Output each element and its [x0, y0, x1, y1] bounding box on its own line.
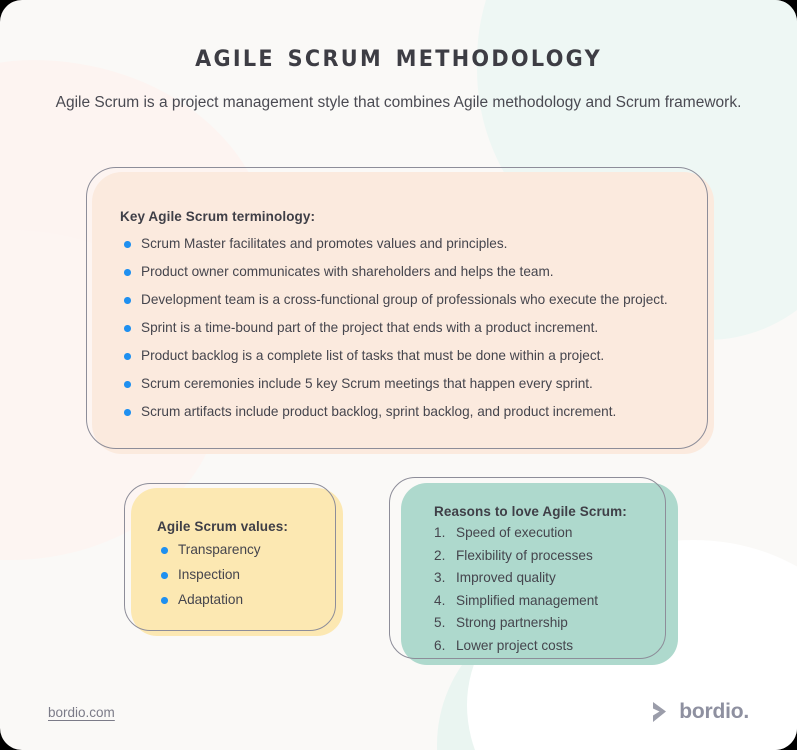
list-item: Lower project costs: [434, 637, 574, 654]
values-card-fill: [131, 488, 343, 636]
values-list: Transparency Inspection Adaptation: [157, 542, 336, 608]
list-item: Product backlog is a complete list of ta…: [120, 348, 708, 364]
reasons-card-body: Reasons to love Agile Scrum: Speed of ex…: [389, 477, 666, 654]
list-item: Adaptation: [157, 592, 336, 608]
site-link[interactable]: bordio.com: [48, 704, 115, 720]
terminology-card-body: Key Agile Scrum terminology: Scrum Maste…: [86, 167, 708, 420]
brand-wordmark: bordio.: [679, 700, 749, 723]
terminology-card-fill: [92, 172, 714, 454]
brand-logo: bordio.: [650, 700, 749, 724]
list-item: Improved quality: [434, 569, 556, 586]
chevron-right-icon: [653, 702, 667, 722]
terminology-card: Key Agile Scrum terminology: Scrum Maste…: [86, 167, 714, 454]
list-item: Product owner communicates with sharehol…: [120, 264, 708, 280]
terminology-list: Scrum Master facilitates and promotes va…: [120, 236, 708, 420]
values-heading: Agile Scrum values:: [157, 519, 288, 534]
list-item: Inspection: [157, 567, 336, 583]
list-item: Flexibility of processes: [434, 547, 593, 564]
list-item: Scrum ceremonies include 5 key Scrum mee…: [120, 376, 708, 392]
page-subtitle: Agile Scrum is a project management styl…: [55, 94, 742, 111]
list-item: Sprint is a time-bound part of the proje…: [120, 320, 708, 336]
poster-footer: bordio.com bordio.: [0, 697, 797, 727]
list-item: Scrum artifacts include product backlog,…: [120, 404, 708, 420]
list-item: Speed of execution: [434, 524, 573, 541]
list-item: Simplified management: [434, 592, 599, 609]
values-card: Agile Scrum values: Transparency Inspect…: [124, 483, 343, 636]
terminology-heading: Key Agile Scrum terminology:: [120, 209, 316, 224]
reasons-list: Speed of execution Flexibility of proces…: [434, 524, 666, 654]
reasons-heading: Reasons to love Agile Scrum:: [434, 504, 627, 519]
page-title: Agile Scrum Methodology: [195, 35, 602, 75]
list-item: Strong partnership: [434, 614, 568, 631]
poster-header: Agile Scrum Methodology Agile Scrum is a…: [0, 0, 797, 114]
reasons-card: Reasons to love Agile Scrum: Speed of ex…: [389, 477, 678, 665]
values-card-body: Agile Scrum values: Transparency Inspect…: [124, 483, 336, 608]
list-item: Scrum Master facilitates and promotes va…: [120, 236, 708, 252]
list-item: Development team is a cross-functional g…: [120, 292, 708, 308]
list-item: Transparency: [157, 542, 336, 558]
